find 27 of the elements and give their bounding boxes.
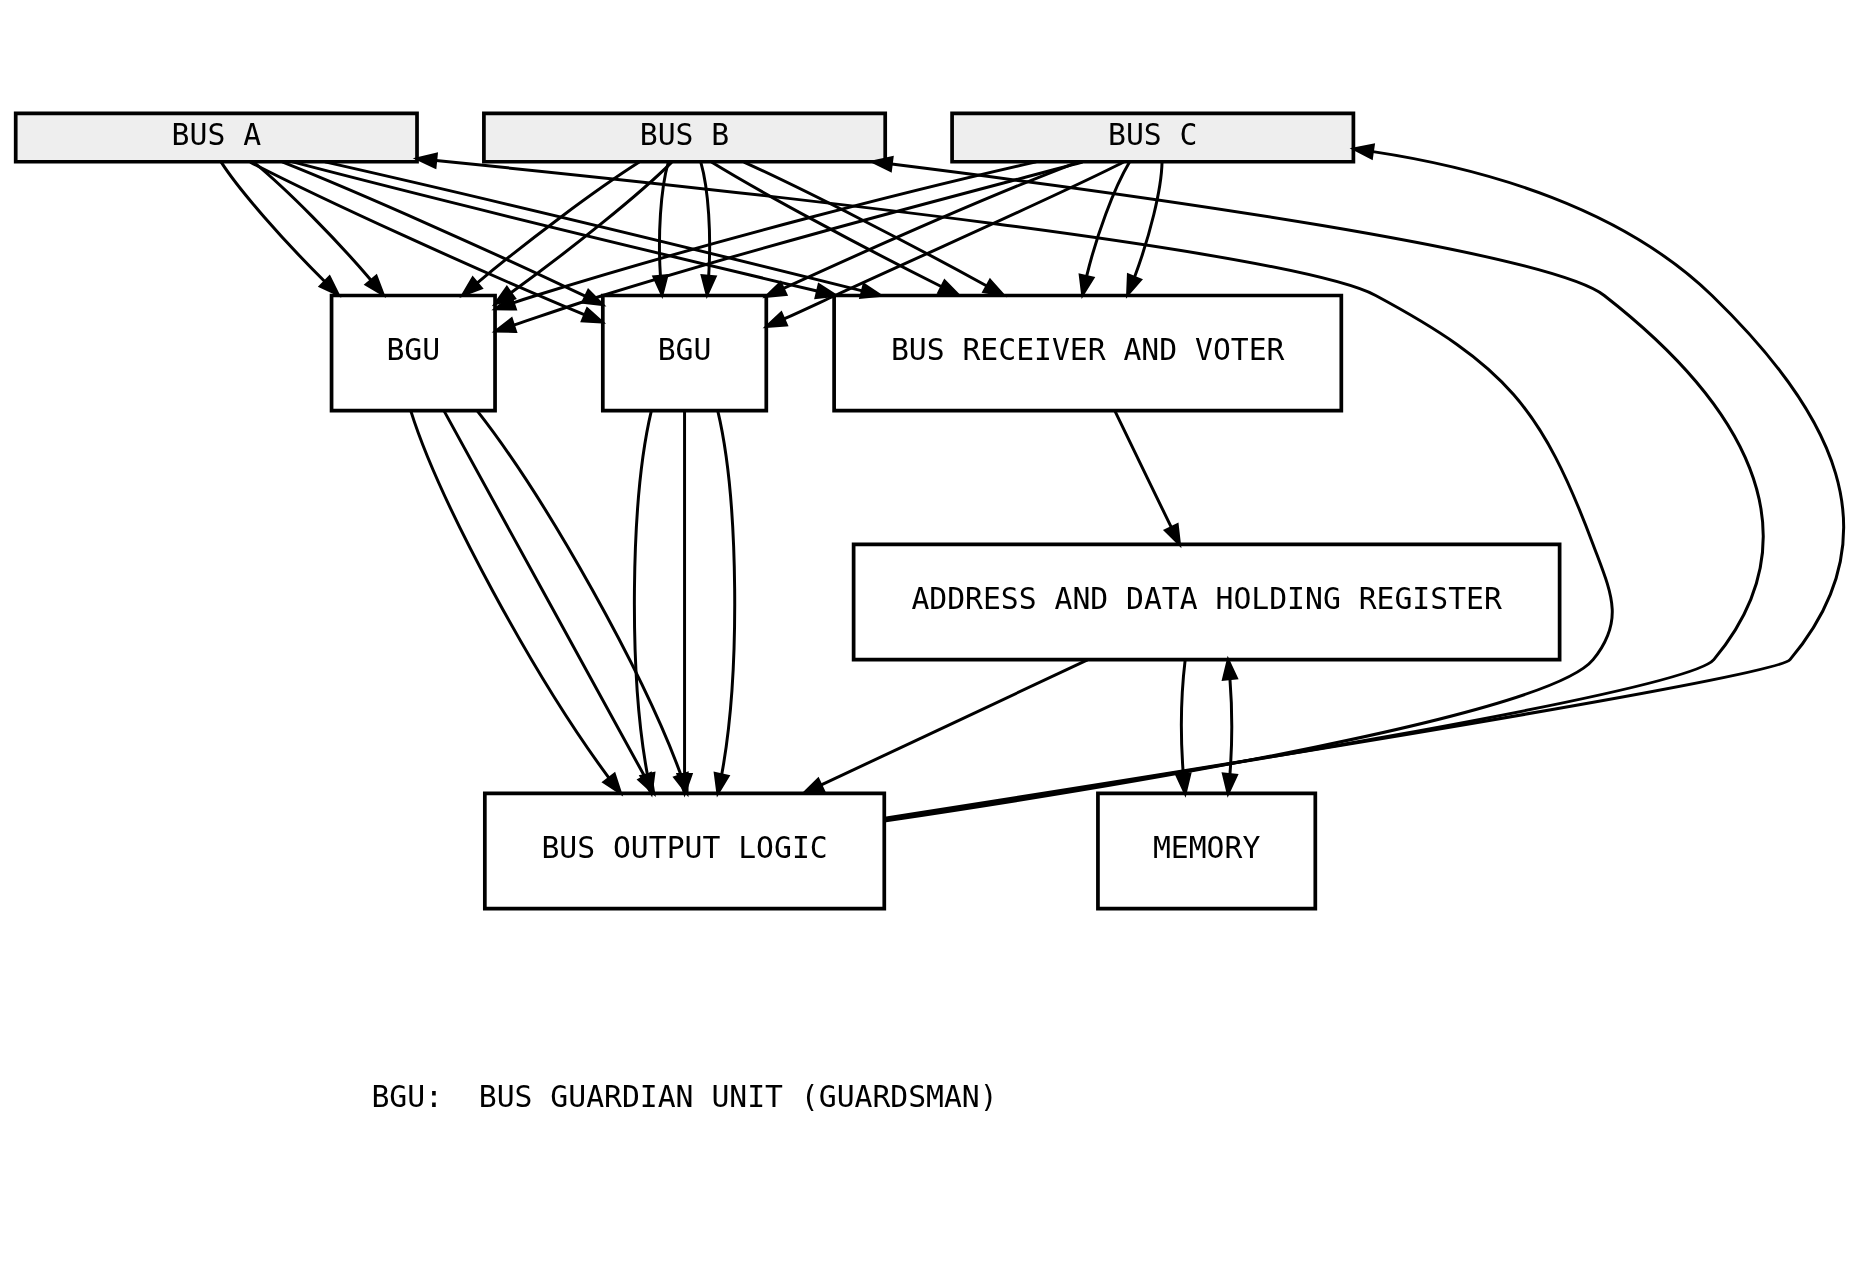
arrow [1078,161,1131,299]
arrow [713,410,737,798]
arrow [1125,162,1164,299]
arrow [459,160,641,298]
node-box: BUS A [13,111,419,164]
arrow [743,160,1008,298]
arrow [1113,410,1182,549]
arrow [762,160,1125,329]
arrow [699,161,718,300]
arrow [1174,660,1192,798]
arrow [800,658,1089,795]
node-box: BUS C [950,111,1356,164]
node-box: BUS OUTPUT LOGIC [482,791,887,911]
node-box: BUS B [482,111,888,164]
node-box: BUS RECEIVER AND VOTER [832,293,1344,413]
arrow [252,160,387,299]
arrow [219,161,342,298]
node-box: BGU [600,293,769,413]
arrow [409,410,624,797]
node-box: MEMORY [1096,791,1318,911]
arrow [675,411,694,798]
arrow [412,152,1614,823]
label: BGU: BUS GUARDIAN UNIT (GUARDSMAN) [371,1079,998,1115]
node-box: ADDRESS AND DATA HOLDING REGISTER [851,542,1562,662]
node-box: BGU [329,293,497,413]
arrow [1221,655,1239,798]
arrow [710,160,963,298]
